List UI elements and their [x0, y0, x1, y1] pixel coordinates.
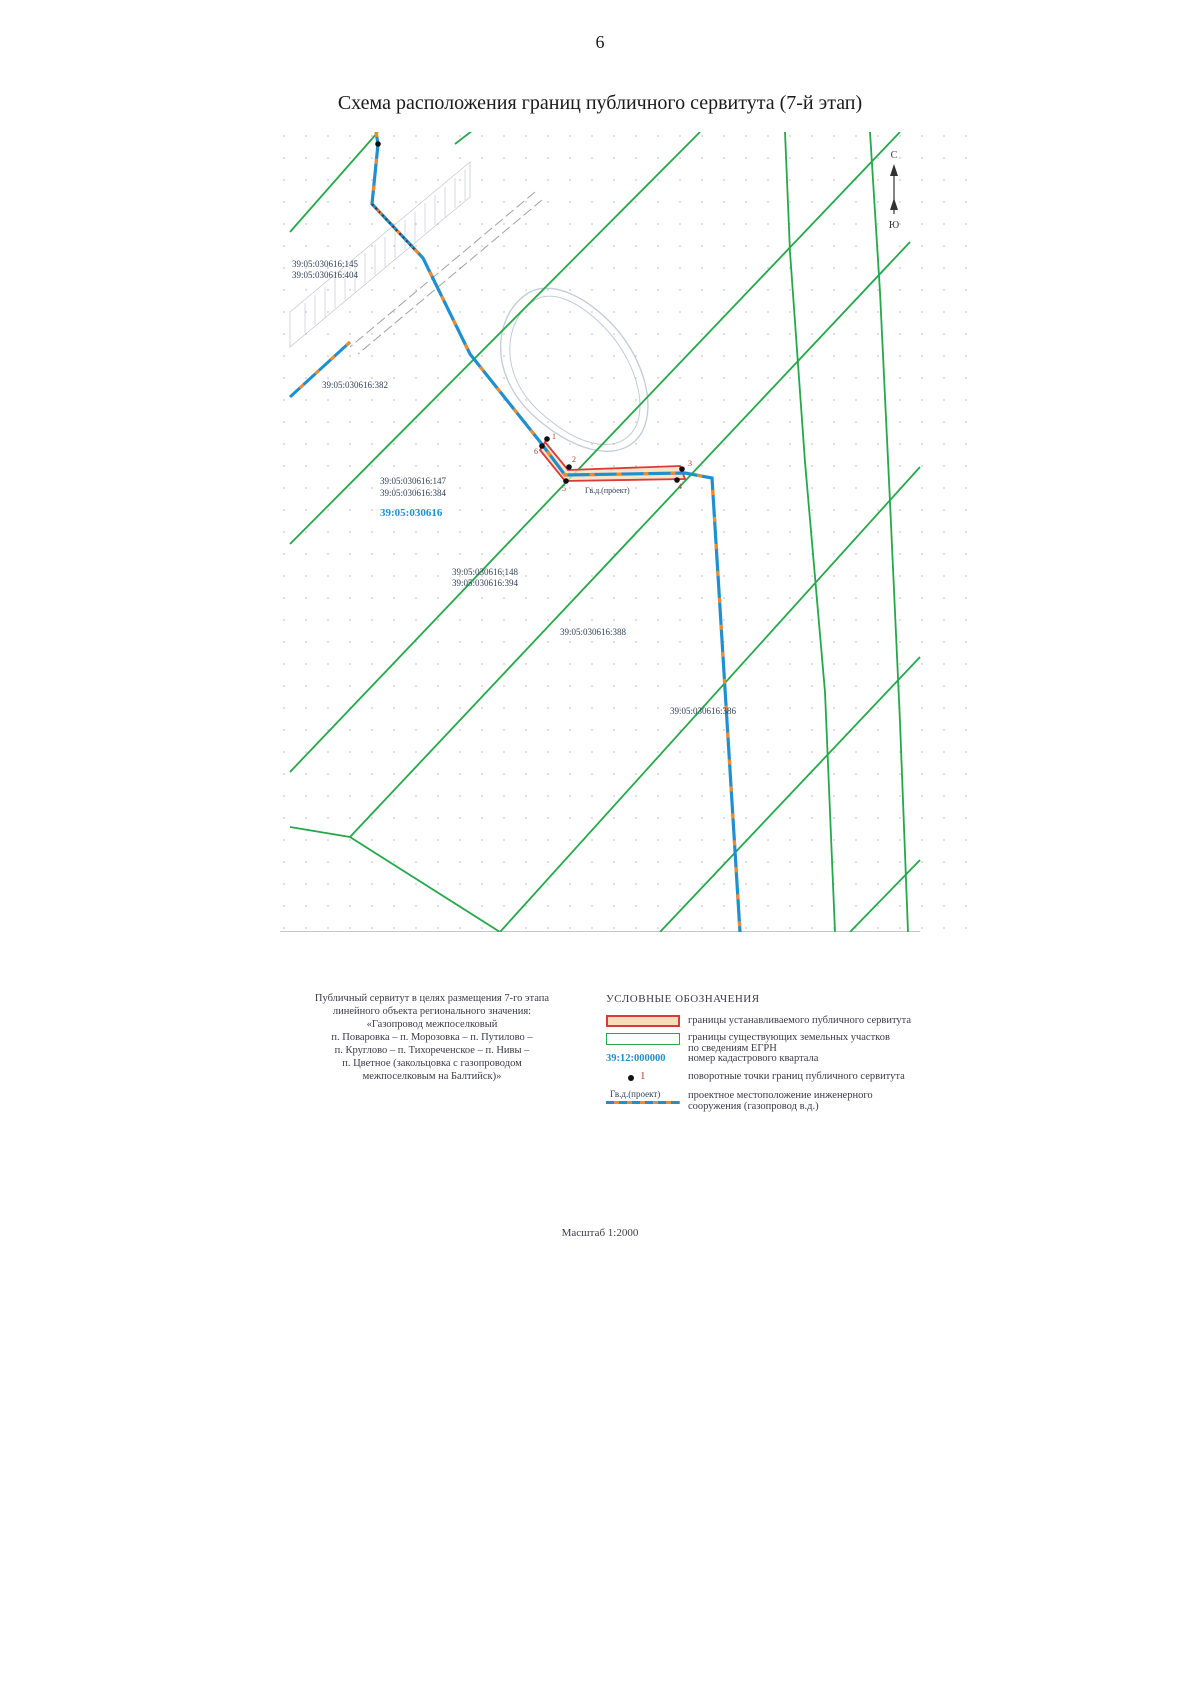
- point-dot-icon: [628, 1075, 634, 1081]
- turning-point-dot: [674, 477, 680, 483]
- quarter-label: 39:05:030616: [380, 507, 443, 519]
- pipeline-label: Гв.д.(проект): [585, 486, 630, 495]
- legend-row-points: 1 поворотные точки границ публичного сер…: [606, 1070, 986, 1089]
- parcel-boundary: [869, 132, 909, 932]
- map-scale: Масштаб 1:2000: [561, 1227, 639, 1239]
- turning-point-number: 5: [562, 484, 566, 493]
- turning-point-number: 6: [534, 447, 538, 456]
- turning-point-number: 4: [678, 482, 682, 491]
- parcel-label: 39:05:030616:384: [380, 488, 447, 498]
- turning-point-dot: [375, 141, 381, 147]
- purpose-line: п. Круглово – п. Тихореченское – п. Нивы…: [334, 1045, 530, 1056]
- parcel-label: 39:05:030616:382: [322, 380, 388, 390]
- pipeline-sample-label: Гв.д.(проект): [610, 1089, 661, 1099]
- purpose-line: линейного объекта регионального значения…: [332, 1006, 532, 1017]
- legend-label-pipeline-line1: проектное местоположение инженерного: [688, 1090, 873, 1101]
- point-sample-number: 1: [640, 1070, 646, 1082]
- legend-row-quarter: 39:12:000000 номер кадастрового квартала: [606, 1053, 986, 1071]
- parcel-boundary: [499, 466, 921, 932]
- map-legend: УСЛОВНЫЕ ОБОЗНАЧЕНИЯ границы устанавлива…: [606, 993, 986, 1115]
- page-title: Схема расположения границ публичного сер…: [337, 92, 863, 114]
- servitude-purpose-text: Публичный сервитут в целях размещения 7-…: [282, 992, 582, 1083]
- legend-label-pipeline-line2: сооружения (газопровод в.д.): [688, 1101, 819, 1112]
- legend-row-pipeline: Гв.д.(проект) проектное местоположение и…: [606, 1089, 986, 1115]
- parcel-boundary: [784, 132, 836, 932]
- turning-point-dot: [566, 464, 572, 470]
- purpose-line: п. Поваровка – п. Морозовка – п. Путилов…: [331, 1032, 533, 1043]
- parcel-label: 39:05:030616:388: [560, 627, 627, 637]
- parcel-boundary: [289, 132, 701, 545]
- parcel-boundary: [659, 656, 921, 932]
- parcel-label: 39:05:030616:404: [292, 270, 359, 280]
- legend-label-servitude: границы устанавливаемого публичного серв…: [688, 1015, 912, 1026]
- turning-point-sample: 1: [606, 1070, 678, 1085]
- turning-point-dot: [679, 466, 685, 472]
- parcel-boundary: [349, 241, 911, 838]
- purpose-line: межпоселковым на Балтийск)»: [362, 1071, 502, 1082]
- gas-pipeline: [288, 132, 742, 932]
- parcel-boundary: [289, 132, 379, 233]
- pipeline-line-icon: [606, 1101, 680, 1104]
- purpose-line: Публичный сервитут в целях размещения 7-…: [314, 993, 550, 1004]
- quarter-number-sample: 39:12:000000: [606, 1053, 666, 1064]
- legend-label-parcel: границы существующих земельных участков …: [688, 1032, 890, 1054]
- parcel-boundary: [454, 132, 473, 145]
- parcel-boundary: [289, 132, 901, 773]
- turning-point-dot: [544, 436, 550, 442]
- legend-title: УСЛОВНЫЕ ОБОЗНАЧЕНИЯ: [606, 993, 760, 1005]
- purpose-line: п. Цветное (закольцовка с газопроводом: [342, 1058, 522, 1069]
- north-arrow: С Ю: [889, 150, 899, 231]
- parcel-boundary: [849, 859, 921, 932]
- parcel-label: 39:05:030616:386: [670, 706, 737, 716]
- legend-row-servitude: границы устанавливаемого публичного серв…: [606, 1013, 986, 1031]
- pipeline-sample: Гв.д.(проект): [606, 1089, 680, 1111]
- legend-label-quarter: номер кадастрового квартала: [688, 1053, 819, 1064]
- parcel-boundaries: [289, 132, 921, 932]
- turning-point-number: 2: [572, 455, 576, 464]
- servitude-swatch: [606, 1015, 680, 1027]
- arrow-up-icon: [890, 164, 898, 176]
- parcel-label: 39:05:030616:394: [452, 578, 519, 588]
- turning-point-number: 3: [688, 459, 692, 468]
- parcel-label: 39:05:030616:145: [292, 259, 359, 269]
- page-number: 6: [595, 32, 605, 52]
- purpose-line: «Газопровод межпоселковый: [366, 1019, 498, 1030]
- servitude-boundary: [538, 440, 687, 482]
- legend-label-parcel-line1: границы существующих земельных участков: [688, 1032, 890, 1043]
- parcel-boundary: [289, 826, 501, 932]
- servitude-map: 1 2 3 4 5 6 Гв.д.(проект) 39:05:030616:1…: [280, 132, 980, 932]
- railway-hatch: [289, 161, 543, 355]
- legend-label-parcel-line2: по сведениям ЕГРН: [688, 1043, 777, 1054]
- turning-point-dot: [539, 443, 545, 449]
- map-background: [280, 132, 980, 932]
- legend-label-pipeline: проектное местоположение инженерного соо…: [688, 1090, 873, 1112]
- turning-point-dot: [563, 478, 569, 484]
- basin-outline: [500, 287, 649, 452]
- legend-label-points: поворотные точки границ публичного серви…: [688, 1071, 905, 1082]
- parcel-label: 39:05:030616:148: [452, 567, 519, 577]
- parcel-label: 39:05:030616:147: [380, 476, 447, 486]
- legend-row-parcel: границы существующих земельных участков …: [606, 1031, 986, 1054]
- compass-south-label: Ю: [889, 220, 899, 231]
- parcel-swatch: [606, 1033, 680, 1045]
- turning-points: 1 2 3 4 5 6: [375, 141, 692, 493]
- compass-north-label: С: [891, 150, 898, 161]
- turning-point-number: 1: [552, 432, 556, 441]
